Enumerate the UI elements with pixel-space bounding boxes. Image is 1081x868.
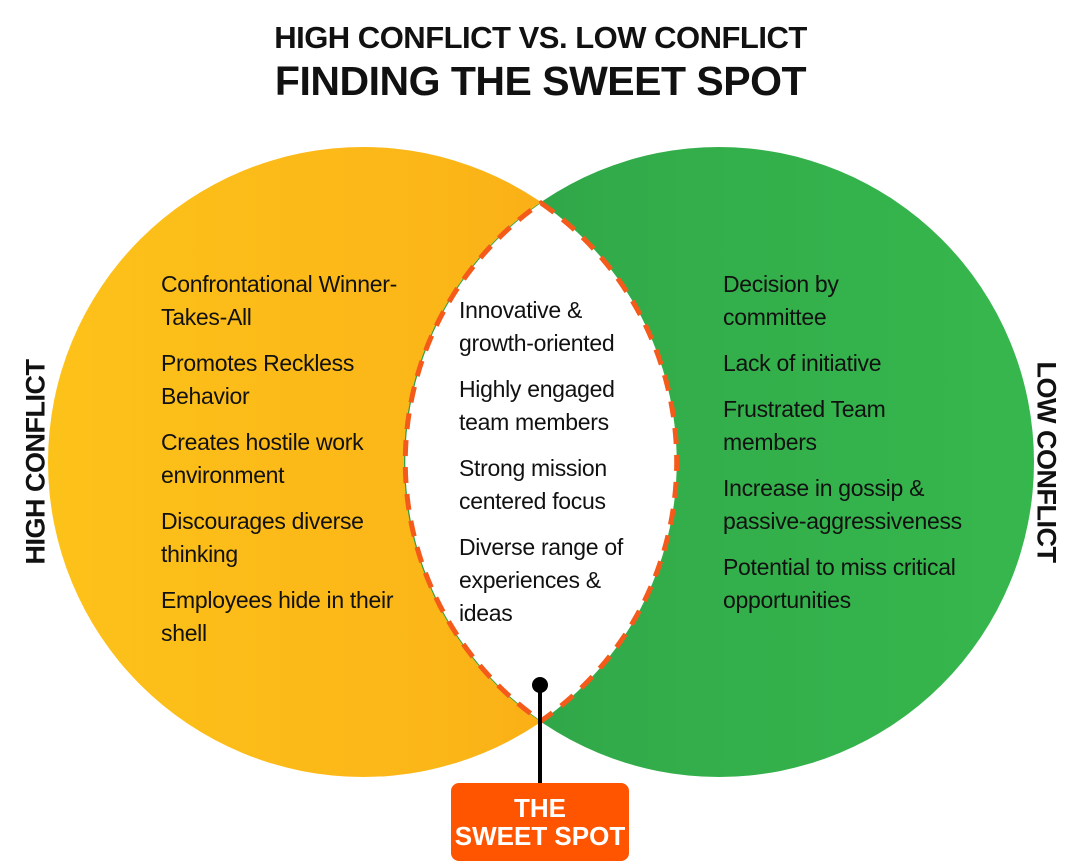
list-item: Employees hide in their shell (161, 587, 394, 646)
list-item: Increase in gossip & passive-aggressiven… (723, 475, 962, 534)
title-line-1: HIGH CONFLICT VS. LOW CONFLICT (274, 20, 807, 55)
callout-line-2: SWEET SPOT (454, 821, 626, 851)
list-item: Discourages diverse thinking (161, 508, 364, 567)
high-conflict-list: Confrontational Winner-Takes-All Promote… (161, 268, 401, 663)
list-item: Strong mission centered focus (459, 455, 607, 514)
list-item: Diverse range of experiences & ideas (459, 534, 623, 626)
callout-dot (532, 677, 548, 693)
title-line-2: FINDING THE SWEET SPOT (274, 58, 807, 104)
list-item: Confrontational Winner-Takes-All (161, 271, 397, 330)
low-conflict-label: LOW CONFLICT (1031, 361, 1062, 563)
list-item: Promotes Reckless Behavior (161, 350, 355, 409)
list-item: Decision by committee (723, 271, 839, 330)
list-item: Innovative & growth-oriented (459, 297, 615, 356)
list-item: Frustrated Team members (723, 396, 886, 455)
list-item: Potential to miss critical opportunities (723, 554, 956, 613)
list-item: Creates hostile work environment (161, 429, 364, 488)
low-conflict-list: Decision by committee Lack of initiative… (723, 268, 1023, 630)
list-item: Lack of initiative (723, 350, 882, 376)
sweet-spot-list: Innovative & growth-oriented Highly enga… (459, 294, 659, 643)
sweet-spot-callout: THE SWEET SPOT (451, 783, 629, 861)
list-item: Highly engaged team members (459, 376, 615, 435)
high-conflict-label: HIGH CONFLICT (20, 359, 51, 565)
callout-line-1: THE (514, 793, 566, 823)
